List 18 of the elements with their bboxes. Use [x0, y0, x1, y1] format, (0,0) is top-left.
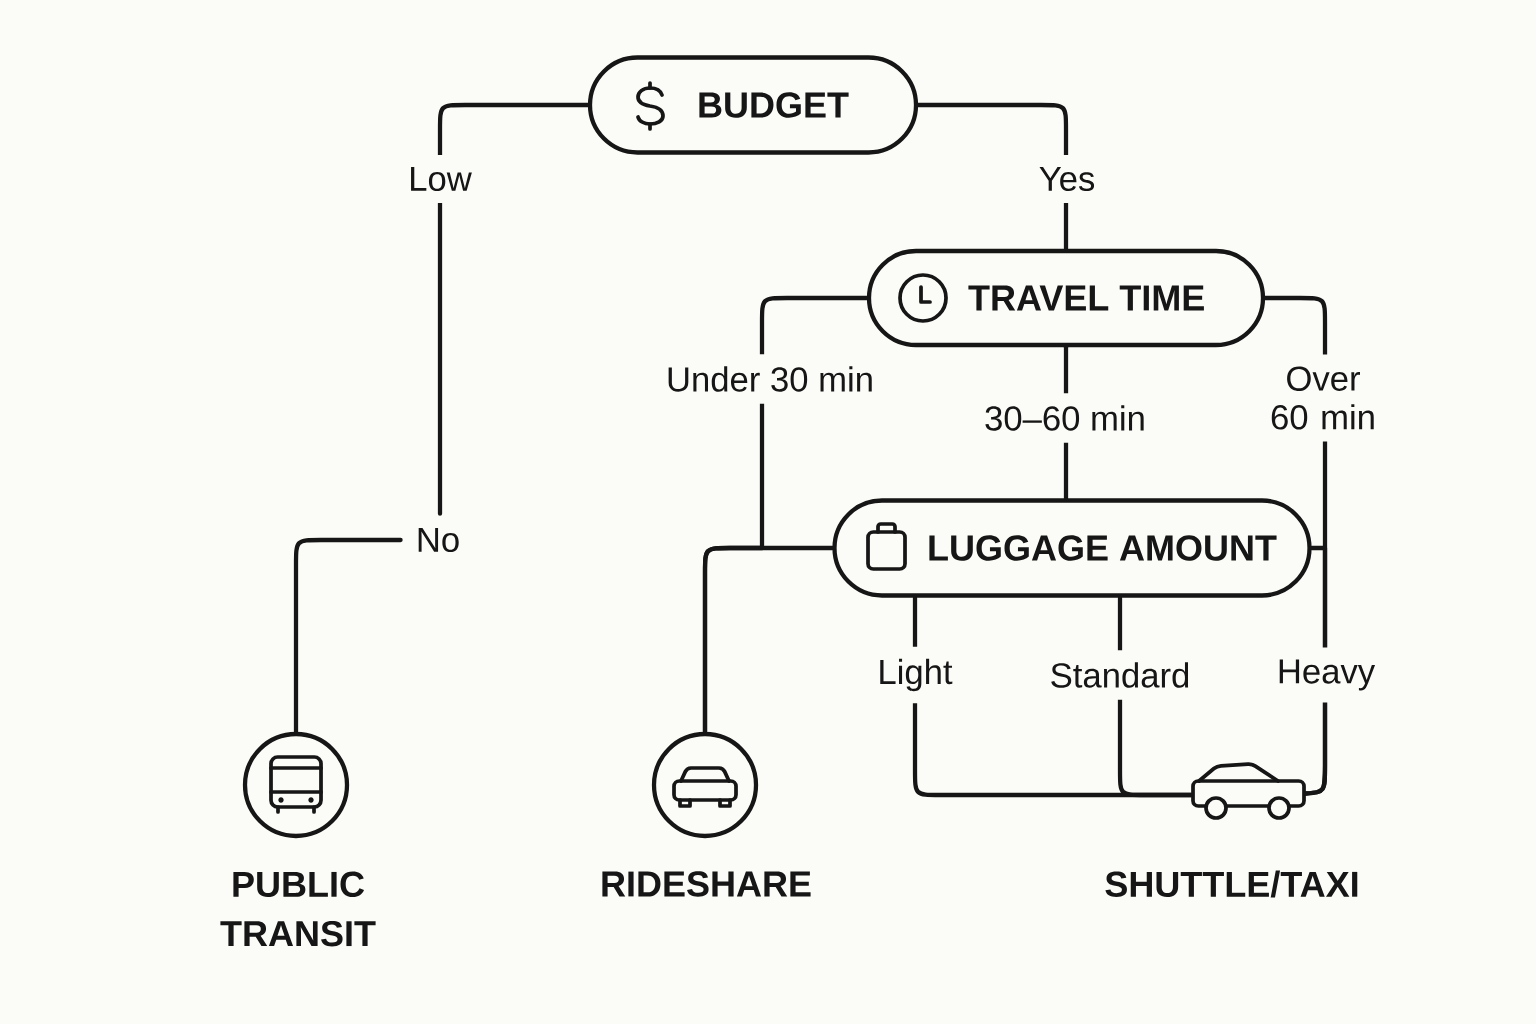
destination-label: SHUTTLE/TAXI	[1105, 870, 1358, 898]
edge-label: Low	[402, 154, 478, 204]
edge-label: Over 60 min	[1252, 354, 1394, 442]
edge-label: Under 30 min	[659, 354, 881, 404]
branch-label: No	[418, 527, 459, 553]
connector-line	[437, 102, 590, 516]
edge-label: Heavy	[1270, 647, 1382, 703]
connector-line	[702, 545, 835, 734]
edge-label: Standard	[1043, 650, 1197, 700]
edge-label: Yes	[1032, 154, 1102, 204]
edge-label: 30–60 min	[978, 393, 1152, 443]
destination-label: RIDESHARE	[602, 871, 811, 897]
decision-pill: TRAVEL TIME	[866, 248, 1266, 348]
destination-label: PUBLIC TRANSIT	[220, 871, 376, 947]
decision-pill: BUDGET	[587, 55, 919, 155]
connector-line	[293, 537, 403, 734]
edge-label: Light	[871, 646, 959, 704]
decision-pill: LUGGAGE AMOUNT	[832, 498, 1312, 598]
